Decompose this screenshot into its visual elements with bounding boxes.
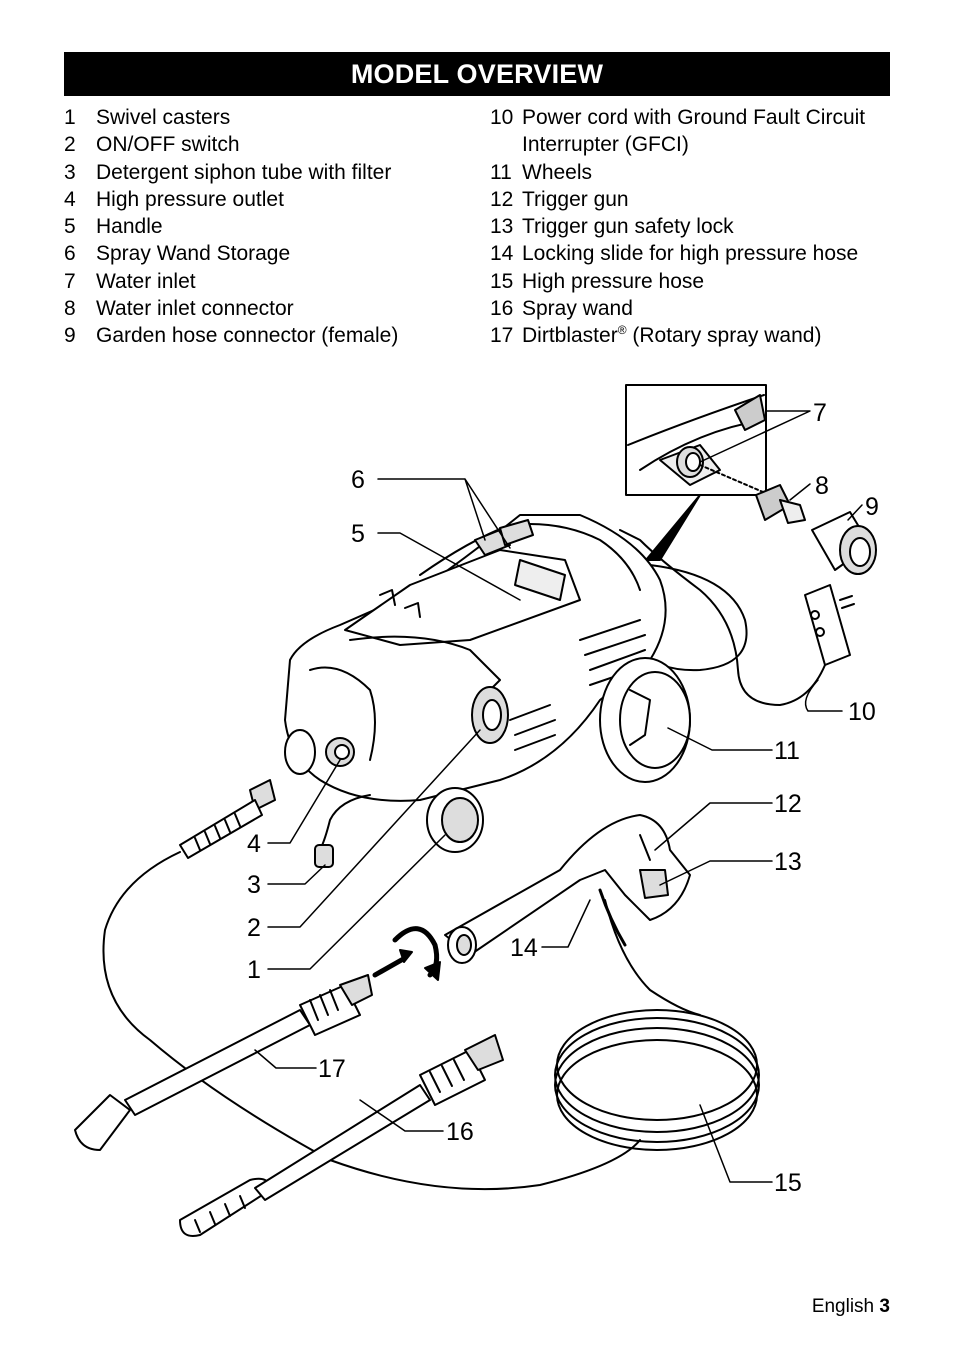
- callout-14: 14: [510, 934, 538, 962]
- callout-9: 9: [865, 493, 879, 521]
- legend-text: ON/OFF switch: [96, 133, 240, 157]
- spray-wand: [179, 1034, 504, 1237]
- legend-left: 1 Swivel casters 2 ON/OFF switch 3 Detergen…: [64, 104, 484, 350]
- legend-text: Water inlet connector: [96, 297, 294, 321]
- callout-16: 16: [446, 1118, 474, 1146]
- callout-12: 12: [774, 790, 802, 818]
- garden-hose-connector: [811, 511, 877, 575]
- callout-13: 13: [774, 848, 802, 876]
- legend-num: 16: [490, 297, 514, 321]
- legend-item: 16 Spray wand: [490, 295, 900, 322]
- callout-1: 1: [247, 956, 261, 984]
- legend-text: High pressure hose: [522, 269, 705, 293]
- swivel-casters: [284, 729, 484, 853]
- legend-num: 12: [490, 187, 514, 211]
- siphon-tube: [319, 794, 371, 851]
- legend-text-continuation: Interrupter (GFCI): [522, 133, 689, 157]
- legend-item: 7 Water inlet: [64, 268, 484, 295]
- legend-num: 9: [64, 324, 76, 348]
- legend-num: 11: [490, 160, 512, 184]
- legend-num: 4: [64, 187, 76, 211]
- legend-num: 7: [64, 269, 76, 293]
- legend-text: Garden hose connector (female): [96, 324, 399, 348]
- registered-mark: ®: [617, 323, 627, 338]
- legend-text: Spray wand: [522, 297, 633, 321]
- legend-item: 3 Detergent siphon tube with filter: [64, 159, 484, 186]
- legend-text: Handle: [96, 215, 163, 239]
- legend-item: 14 Locking slide for high pressure hose: [490, 240, 900, 267]
- legend-num: 15: [490, 269, 514, 293]
- callout-17: 17: [318, 1055, 346, 1083]
- legend-item: 15 High pressure hose: [490, 268, 900, 295]
- machine-body: [284, 514, 667, 802]
- legend-item: 11 Wheels: [490, 159, 900, 186]
- legend-item: 6 Spray Wand Storage: [64, 240, 484, 267]
- callout-10: 10: [848, 698, 876, 726]
- trigger-gun: [444, 814, 691, 964]
- water-inlet-connector: [755, 484, 806, 524]
- legend-num: 8: [64, 297, 76, 321]
- legend-item: 8 Water inlet connector: [64, 295, 484, 322]
- legend-item: 13 Trigger gun safety lock: [490, 213, 900, 240]
- callout-4: 4: [247, 830, 261, 858]
- legend-num: 6: [64, 242, 76, 266]
- legend-text: Detergent siphon tube with filter: [96, 160, 392, 184]
- callout-3: 3: [247, 871, 261, 899]
- legend-item: 4 High pressure outlet: [64, 186, 484, 213]
- legend-num: 17: [490, 324, 514, 348]
- legend-text-line: Dirtblaster: [522, 324, 618, 348]
- dirtblaster-wand: [74, 974, 373, 1151]
- legend-text: Wheels: [522, 160, 593, 184]
- callout-7: 7: [813, 399, 827, 427]
- callout-2: 2: [247, 914, 261, 942]
- gfci-plug: [619, 529, 855, 706]
- legend-text: Locking slide for high pressure hose: [522, 242, 859, 266]
- connect-arrow: [372, 955, 408, 978]
- legend-text: Trigger gun: [522, 187, 629, 211]
- callout-11: 11: [774, 737, 800, 765]
- inset-pointer: [645, 494, 701, 561]
- hose-fitting: [179, 779, 276, 859]
- legend-item: 2 ON/OFF switch: [64, 131, 484, 158]
- footer-language: English: [811, 1296, 875, 1317]
- page-footer: English 3: [812, 1296, 890, 1318]
- callout-6: 6: [351, 466, 365, 494]
- legend-num: 14: [490, 242, 514, 266]
- callout-8: 8: [815, 472, 829, 500]
- legend-item: 5 Handle: [64, 213, 484, 240]
- high-pressure-hose-path: [102, 851, 641, 1191]
- page-title: MODEL OVERVIEW: [64, 52, 890, 96]
- legend-text: Swivel casters: [96, 106, 231, 129]
- legend-num: 5: [64, 215, 76, 239]
- leader-lines: [254, 410, 863, 1183]
- legend-num: 2: [64, 133, 76, 157]
- legend-num: 1: [64, 106, 76, 129]
- legend-text-line: Power cord with Ground Fault Circuit: [522, 106, 866, 129]
- inset-detail: [625, 384, 771, 496]
- page-number: 3: [879, 1296, 890, 1317]
- wheel: [599, 657, 691, 783]
- callout-15: 15: [774, 1169, 802, 1197]
- legend-text: Dirtblaster® (Rotary spray wand): [522, 322, 900, 349]
- legend-item: 9 Garden hose connector (female): [64, 322, 484, 349]
- legend-text: Spray Wand Storage: [96, 242, 291, 266]
- legend-item: 12 Trigger gun: [490, 186, 900, 213]
- legend-text: Water inlet: [96, 269, 196, 293]
- legend-num: 3: [64, 160, 76, 184]
- callout-5: 5: [351, 520, 365, 548]
- legend-text: High pressure outlet: [96, 187, 284, 211]
- legend-num: 10: [490, 106, 514, 129]
- legend-text-suffix: (Rotary spray wand): [626, 324, 822, 348]
- siphon-filter: [314, 844, 334, 868]
- hose-coil: [554, 899, 760, 1151]
- legend-item: 1 Swivel casters: [64, 104, 484, 131]
- legend-num: 13: [490, 215, 514, 239]
- legend-text: Trigger gun safety lock: [522, 215, 734, 239]
- legend-item: 17 Dirtblaster® (Rotary spray wand): [490, 322, 900, 349]
